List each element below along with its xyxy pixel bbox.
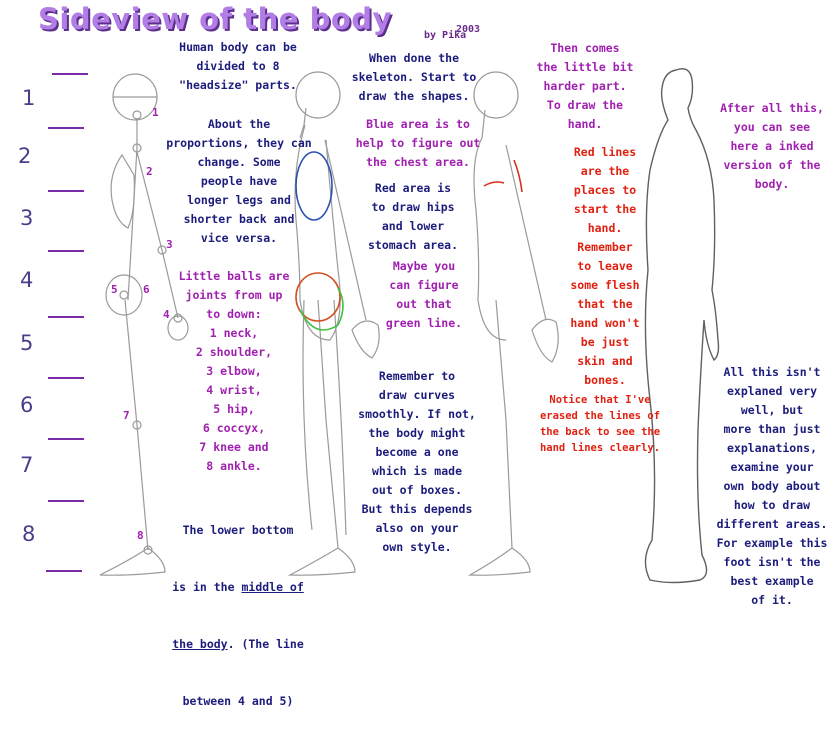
lower-bottom-line: The lower bottom (182, 523, 294, 537)
hip-area-red (295, 272, 341, 322)
middle-of-body-underline: middle of (241, 580, 304, 594)
joint-label: 1 (152, 106, 159, 119)
inked-figure (644, 68, 720, 584)
middle-of-body-underline: the body (172, 637, 228, 651)
ruler-line (48, 250, 84, 252)
proportions-text: About the proportions, they can change. … (166, 117, 312, 245)
ruler-line (48, 127, 84, 129)
ruler-number: 5 (20, 331, 34, 355)
lower-bottom-line: the body. (The line (172, 637, 304, 651)
joints-list: 1 neck, 2 shoulder, 3 elbow, 4 wrist, 5 … (195, 326, 273, 473)
intro-text: Human body can be divided to 8 "headsize… (179, 40, 297, 92)
ruler-line (46, 570, 82, 572)
lower-bottom-line: between 4 and 5) (182, 694, 294, 708)
lower-bottom-line: is in the middle of (172, 580, 304, 594)
ruler-line (48, 316, 84, 318)
explain-text: All this isn't explaned very well, but m… (716, 365, 828, 607)
inked-text: After all this, you can see here a inked… (720, 101, 824, 191)
skeleton-text: When done the skeleton. Start to draw th… (351, 51, 477, 103)
joint-label: 5 (111, 283, 118, 296)
ruler-number: 4 (20, 268, 34, 292)
hand-start-red-lines (483, 159, 523, 193)
ruler-number: 3 (20, 206, 34, 230)
blue-area-text: Blue area is to help to figure out the c… (355, 117, 481, 169)
hand-text: Then comes the little bit harder part. T… (536, 41, 634, 131)
ruler-line (48, 377, 84, 379)
ruler-number: 6 (20, 393, 34, 417)
notice-text: Notice that I've erased the lines of the… (539, 394, 661, 454)
page-title: Sideview of the body (38, 2, 392, 36)
ruler-number: 2 (18, 144, 32, 168)
hand-figure (467, 71, 559, 576)
joint-label: 2 (146, 165, 153, 178)
chest-area-blue (295, 151, 333, 221)
body-figures (99, 68, 720, 584)
red-lines-text: Red lines are the places to start the ha… (570, 145, 640, 387)
lower-bottom-text: The lower bottom is in the middle of the… (160, 483, 316, 730)
joint-label: 6 (143, 283, 150, 296)
joint-label: 7 (123, 409, 130, 422)
ruler-number: 8 (22, 522, 36, 546)
shapes-figure (287, 71, 380, 576)
year: 2003 (456, 24, 481, 35)
green-line (299, 287, 344, 331)
ruler-line (52, 73, 88, 75)
ruler-number: 7 (20, 453, 34, 477)
ruler-line (48, 438, 84, 440)
ruler-line (48, 500, 84, 502)
green-line-text: Maybe you can figure out that green line… (385, 259, 463, 330)
ruler-line (48, 190, 84, 192)
joint-label: 4 (163, 308, 170, 321)
curves-text: Remember to draw curves smoothly. If not… (358, 369, 476, 554)
skeleton-figure (99, 73, 189, 576)
byline: by Pika (424, 30, 467, 41)
joints-heading: Little balls are joints from up to down: (178, 269, 290, 321)
ruler-number: 1 (22, 86, 36, 110)
red-area-text: Red area is to draw hips and lower stoma… (367, 181, 458, 252)
joint-label: 3 (166, 238, 173, 251)
joint-label: 8 (137, 529, 144, 542)
